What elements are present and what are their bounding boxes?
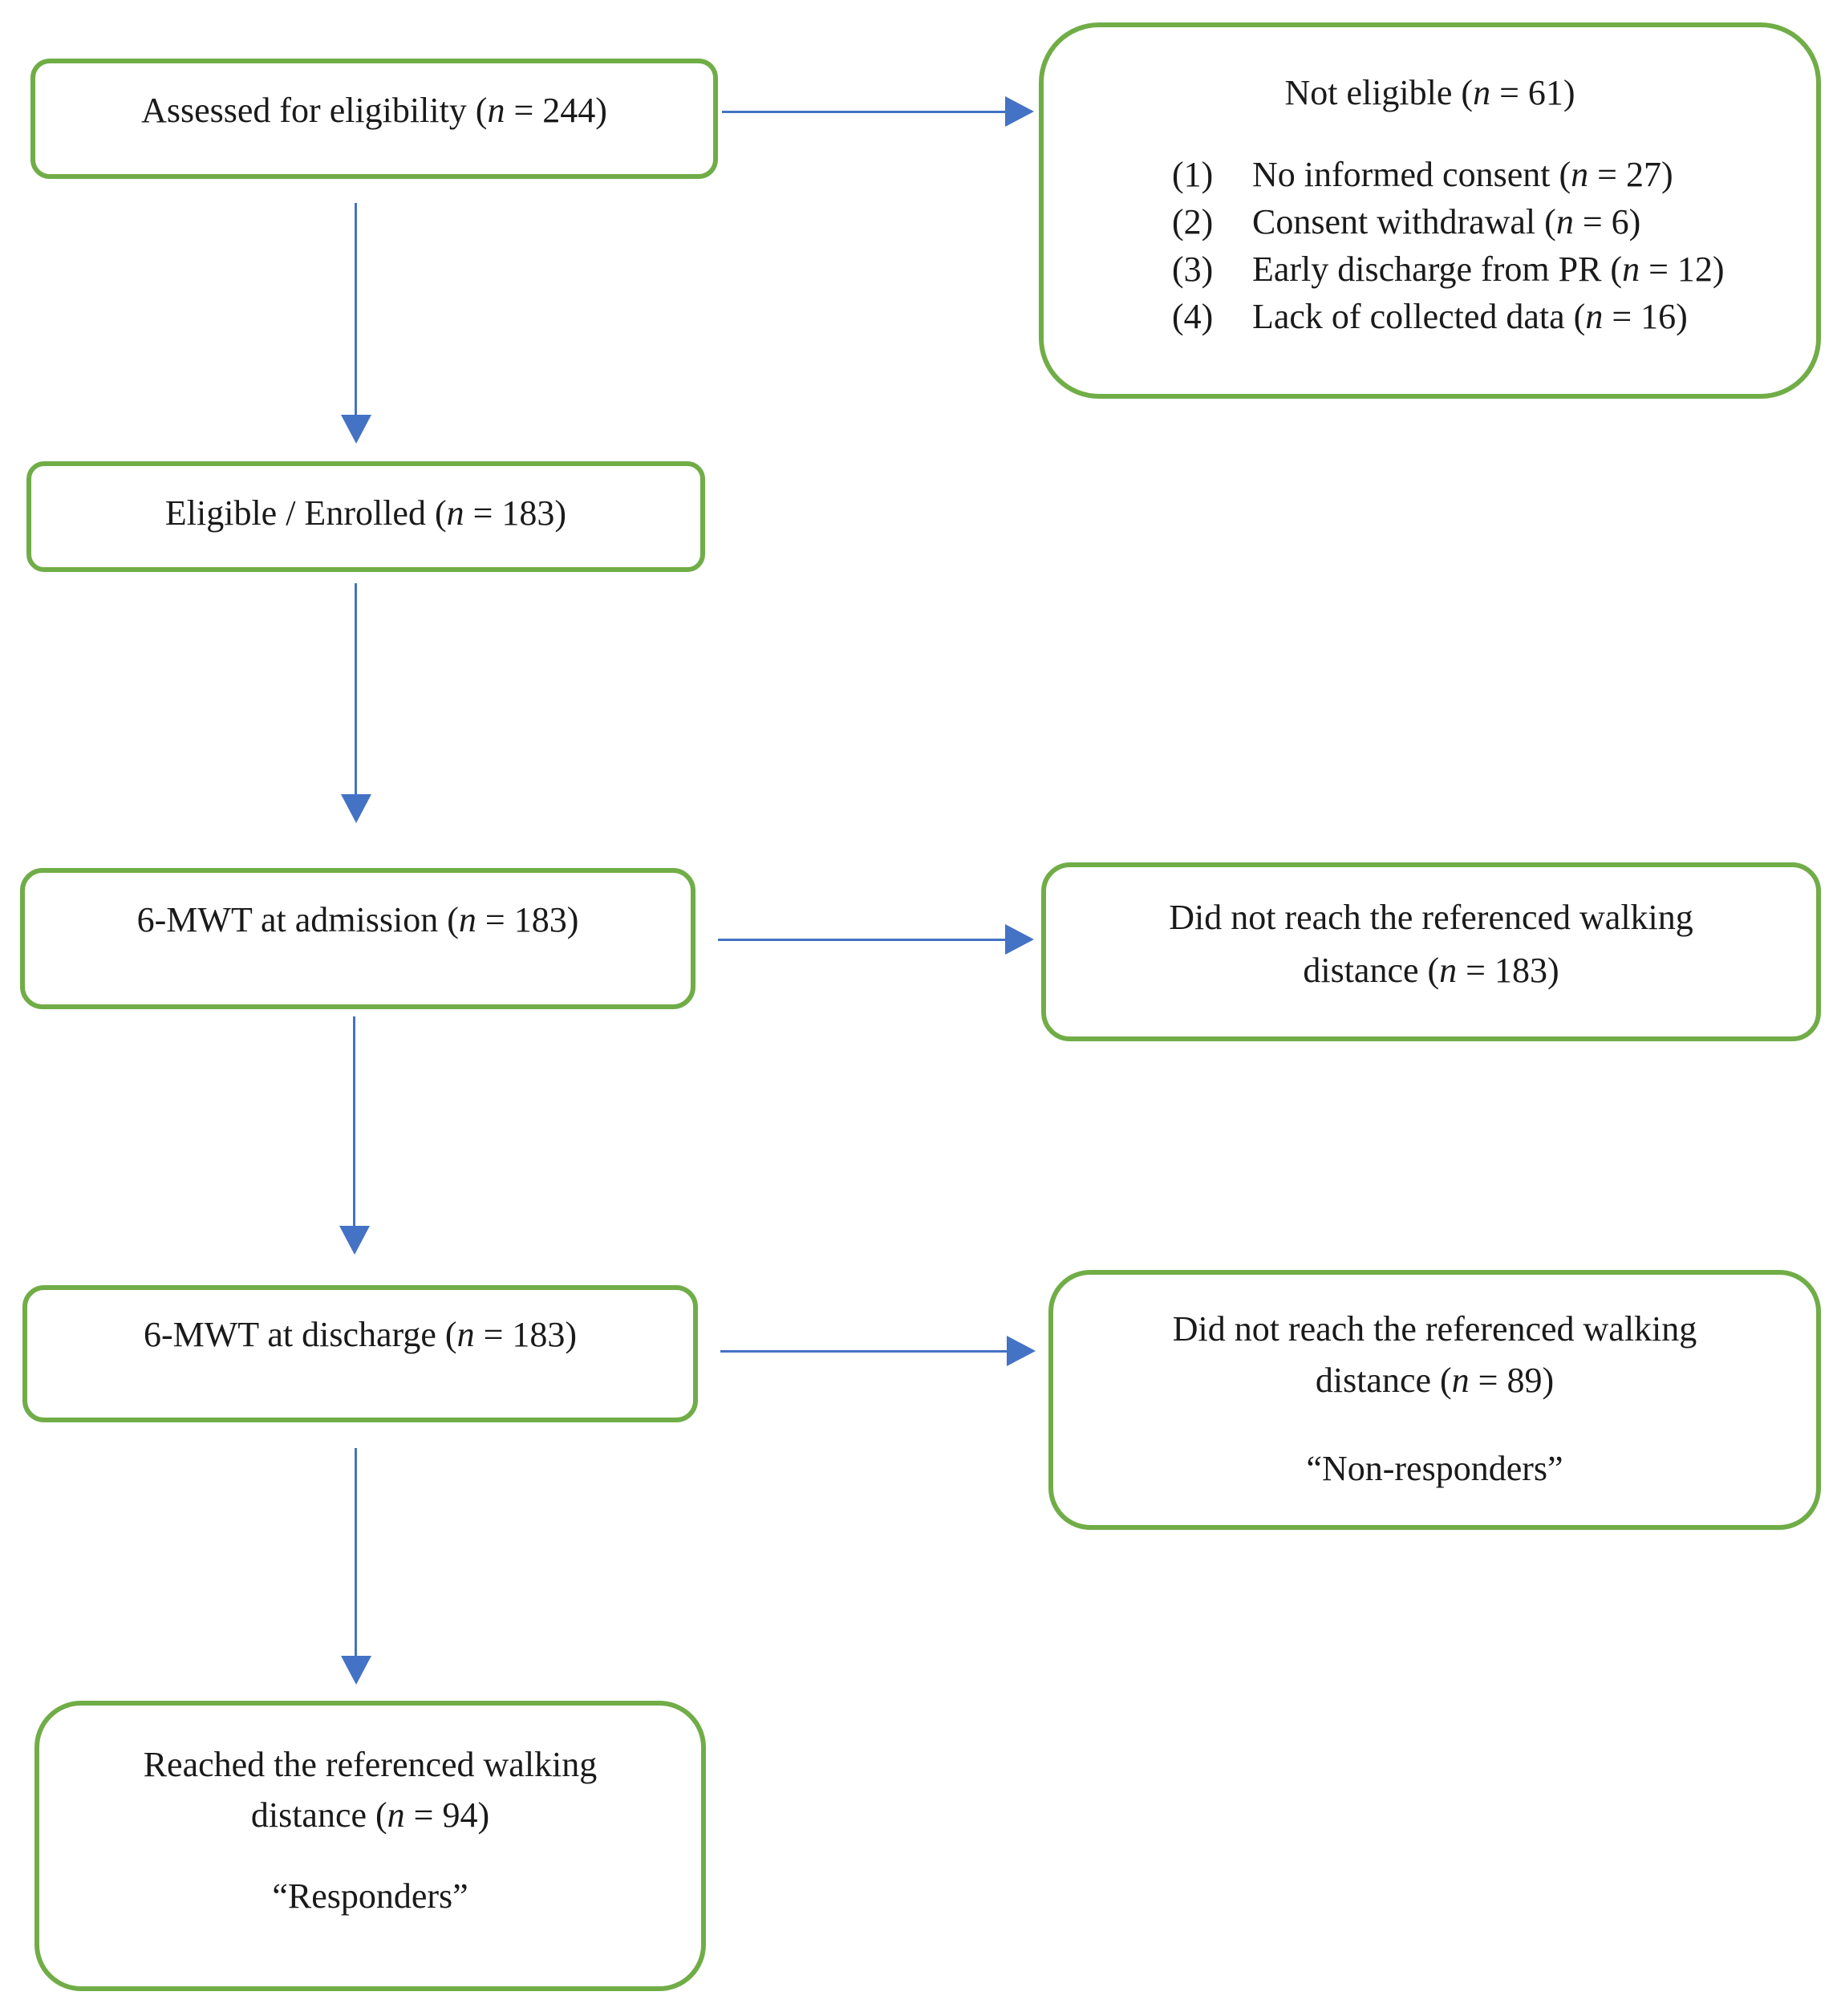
box-eligible-enrolled: Eligible / Enrolled (n = 183) [26,461,705,572]
list-item: (4) Lack of collected data (n = 16) [1044,293,1816,340]
not-eligible-reason-list: (1) No informed consent (n = 27) (2) Con… [1044,151,1816,340]
box-admission-label: 6-MWT at admission (n = 183) [136,900,579,940]
outcome-line: distance (n = 94) [250,1795,490,1835]
box-non-responders: Did not reach the referenced walking dis… [1048,1270,1821,1530]
arrow-line [353,1016,355,1227]
list-item-text: Consent withdrawal (n = 6) [1252,202,1641,241]
arrow-line [720,1350,1007,1353]
list-item-text: Early discharge from PR (n = 12) [1252,249,1725,289]
arrowhead [1005,924,1034,955]
box-enrolled-label: Eligible / Enrolled (n = 183) [164,493,567,533]
arrow-line [355,203,357,416]
arrowhead [1005,96,1034,127]
outcome-line: Did not reach the referenced walking [1169,898,1693,937]
list-item-text: Lack of collected data (n = 16) [1252,297,1688,336]
outcome-line: Did not reach the referenced walking [1172,1309,1697,1349]
box-responders: Reached the referenced walking distance … [34,1701,706,1991]
box-6mwt-discharge: 6-MWT at discharge (n = 183) [22,1285,698,1422]
list-item-number: (4) [1172,297,1214,336]
list-item-number: (3) [1172,249,1214,289]
list-item: (3) Early discharge from PR (n = 12) [1044,245,1816,293]
non-responders-tag: “Non-responders” [1306,1449,1563,1488]
arrowhead [341,794,371,823]
arrowhead [1007,1336,1036,1366]
not-eligible-title: Not eligible (n = 61) [1284,73,1575,112]
list-item-number: (2) [1172,202,1214,241]
arrow-line [722,111,1007,113]
list-item-text: No informed consent (n = 27) [1252,155,1673,194]
box-assessed-eligibility: Assessed for eligibility (n = 244) [30,59,718,179]
box-assessed-label: Assessed for eligibility (n = 244) [141,91,607,131]
outcome-line: Reached the referenced walking [143,1745,598,1784]
arrow-line [355,583,357,795]
list-item: (1) No informed consent (n = 27) [1044,151,1816,198]
arrow-line [718,939,1005,941]
box-admission-outcome: Did not reach the referenced walking dis… [1041,862,1821,1041]
outcome-line: distance (n = 89) [1315,1361,1555,1400]
arrowhead [341,415,371,444]
box-6mwt-admission: 6-MWT at admission (n = 183) [20,868,695,1009]
list-item: (2) Consent withdrawal (n = 6) [1044,198,1816,245]
arrow-line [355,1448,357,1657]
box-discharge-label: 6-MWT at discharge (n = 183) [143,1314,578,1354]
list-item-number: (1) [1172,155,1214,194]
box-not-eligible: Not eligible (n = 61) (1) No informed co… [1039,22,1821,399]
arrowhead [341,1656,371,1685]
responders-tag: “Responders” [272,1876,468,1916]
outcome-line: distance (n = 183) [1303,951,1559,990]
arrowhead [339,1226,370,1255]
